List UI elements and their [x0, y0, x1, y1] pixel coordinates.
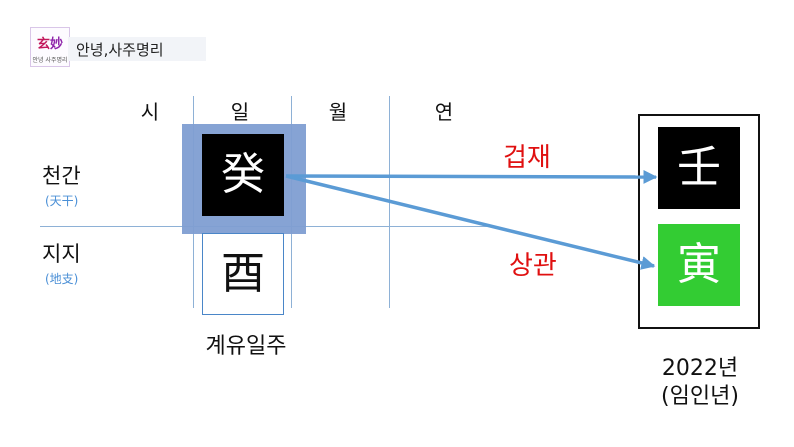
header-title-background: [68, 37, 206, 61]
year-label: 2022년: [661, 356, 739, 381]
year-branch-char: 寅: [658, 224, 740, 306]
year-stem-char: 壬: [658, 127, 740, 209]
logo-char-1: 玄: [36, 37, 50, 52]
day-stem-box: [202, 134, 284, 216]
logo-char-2: 妙: [50, 37, 64, 52]
column-header-month: 월: [328, 100, 348, 124]
day-stem-char: 癸: [221, 149, 265, 200]
arrow-to-year-branch: [285, 174, 656, 270]
logo-caption: 안녕 사주명리: [32, 57, 68, 64]
row-sublabel-branch: (地支): [45, 272, 79, 286]
relation-label-2: 상관: [509, 251, 557, 281]
row-label-branch: 지지: [42, 242, 81, 266]
day-pillar-name: 계유일주: [205, 334, 287, 359]
relation-label-1: 겁재: [503, 143, 551, 173]
row-label-stem: 천간: [42, 164, 81, 188]
column-header-hour: 시: [140, 100, 160, 124]
logo: 玄妙 안녕 사주명리: [30, 27, 70, 67]
day-branch-box: [202, 233, 284, 315]
row-sublabel-stem: (天干): [45, 194, 79, 208]
day-branch-char: 酉: [221, 248, 265, 299]
column-header-day: 일: [230, 100, 250, 124]
year-name: (임인년): [661, 384, 739, 409]
page-title: 안녕,사주명리: [76, 41, 164, 59]
arrow-to-year-stem: [285, 169, 658, 184]
column-header-year: 연: [434, 100, 454, 124]
